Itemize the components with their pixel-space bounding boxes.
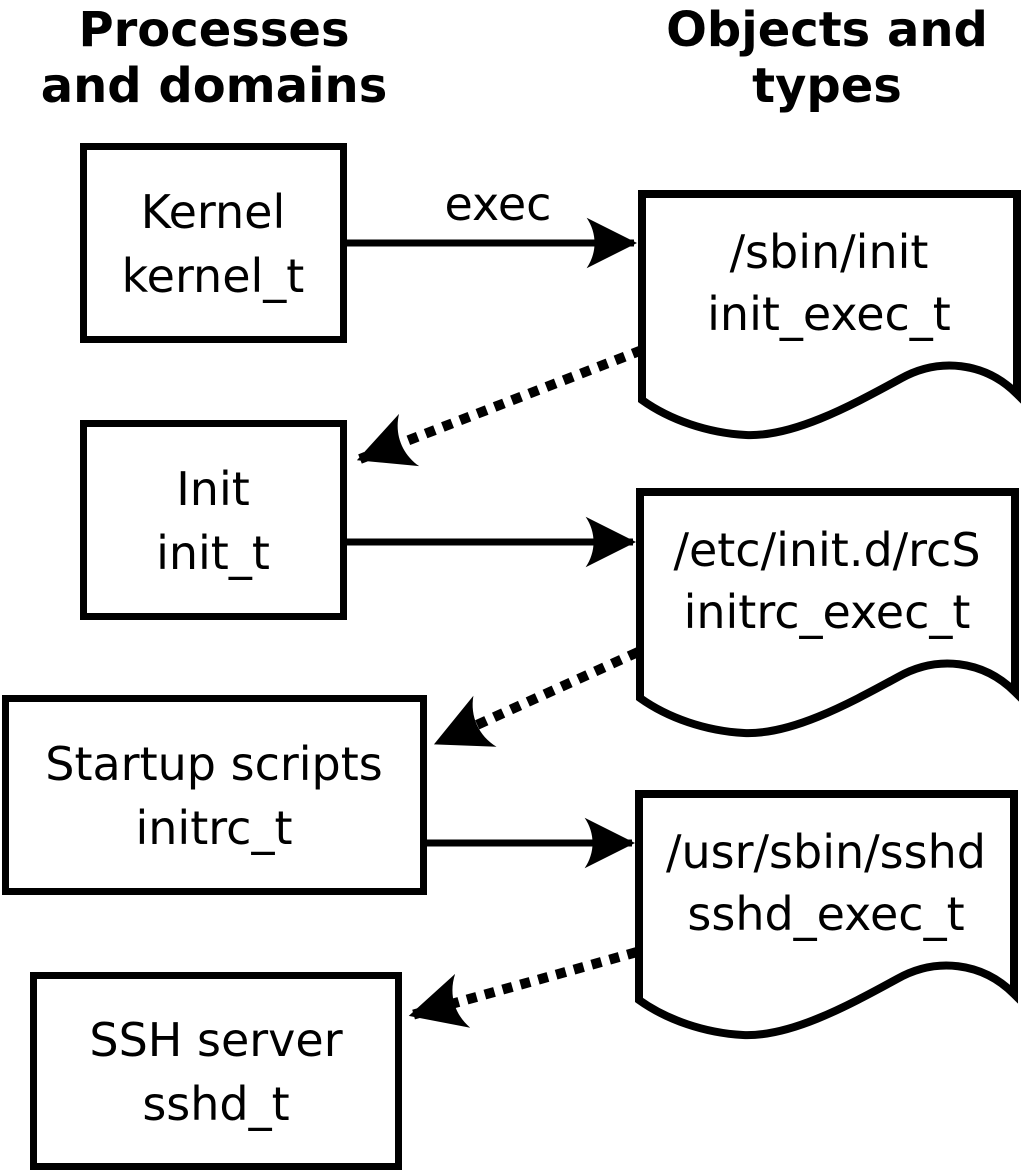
dotted-arrow-sbin-init-to-init-domain [356, 345, 644, 467]
sbin-init-type-label: init_exec_t [707, 287, 951, 341]
startup-scripts-label: Startup scripts [45, 737, 383, 791]
kernel-type-label: kernel_t [122, 249, 305, 303]
sbin-init-label: /sbin/init [730, 225, 929, 279]
process-node-kernel: Kernel kernel_t [80, 143, 347, 343]
ssh-server-type-label: sshd_t [142, 1077, 289, 1131]
rcS-document [636, 488, 1019, 738]
process-node-startup-scripts: Startup scripts initrc_t [2, 695, 427, 895]
init-label: Init [176, 462, 250, 516]
kernel-box [80, 143, 347, 343]
dotted-arrow-rcS-to-initrc-domain [433, 647, 641, 748]
exec-edge-label: exec [445, 177, 552, 231]
rcS-label: /etc/init.d/rcS [673, 523, 980, 577]
left-header-line2: and domains [41, 58, 388, 114]
rcS-type-label: initrc_exec_t [684, 585, 971, 639]
right-header-line2: types [752, 58, 902, 114]
object-node-usr-sbin-sshd: /usr/sbin/sshd sshd_exec_t [635, 790, 1018, 1040]
object-node-etc-initd-rcS: /etc/init.d/rcS initrc_exec_t [636, 488, 1019, 738]
startup-scripts-type-label: initrc_t [136, 801, 293, 855]
kernel-label: Kernel [141, 185, 286, 239]
init-type-label: init_t [156, 526, 270, 580]
ssh-server-label: SSH server [89, 1013, 342, 1067]
process-node-ssh-server: SSH server sshd_t [30, 972, 402, 1170]
right-header-line1: Objects and [666, 2, 988, 58]
init-box [80, 420, 347, 620]
left-column-header: Processes and domains [41, 2, 388, 114]
process-node-init: Init init_t [80, 420, 347, 620]
sshd-type-label: sshd_exec_t [687, 887, 964, 941]
object-node-sbin-init: /sbin/init init_exec_t [638, 190, 1021, 440]
dotted-arrow-sshd-to-sshd-domain [408, 947, 639, 1028]
right-column-header: Objects and types [666, 2, 988, 114]
sshd-label: /usr/sbin/sshd [666, 825, 986, 879]
left-header-line1: Processes [78, 2, 349, 58]
sshd-document [635, 790, 1018, 1040]
sbin-init-document [638, 190, 1021, 440]
ssh-server-box [30, 972, 402, 1170]
startup-scripts-box [2, 695, 427, 895]
